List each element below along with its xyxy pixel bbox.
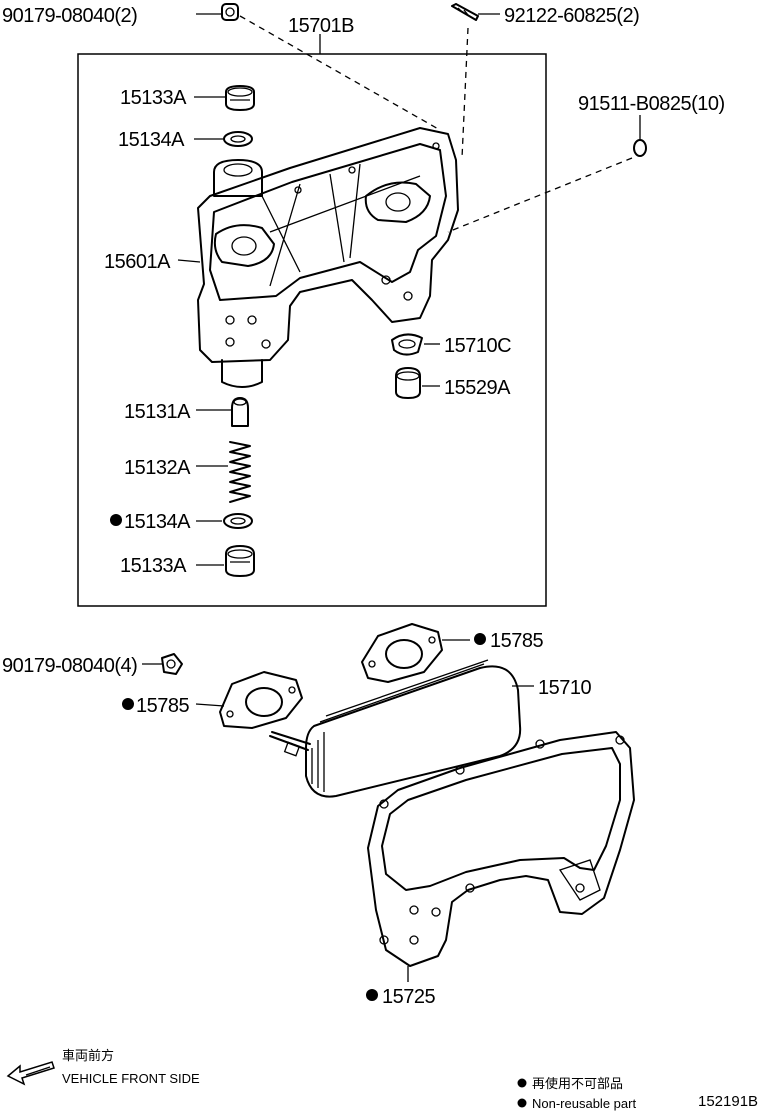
- oil-cooler-gasket-15725: [367, 731, 635, 967]
- non-reusable-dot-15785-left: [122, 698, 134, 710]
- gasket-15134A-bottom: [223, 513, 253, 529]
- callout-15134A-bottom: 15134A: [124, 511, 191, 533]
- spring-15132A: [229, 441, 251, 503]
- callout-15133A-bottom: 15133A: [120, 555, 187, 577]
- cooler-cover-15601A: [197, 127, 459, 388]
- callout-15785-right: 15785: [490, 630, 543, 652]
- nut-91511: [633, 139, 647, 157]
- plug-15133A-top: [225, 85, 255, 111]
- front-label-en: VEHICLE FRONT SIDE: [62, 1071, 200, 1086]
- legend-label-en: Non-reusable part: [532, 1096, 636, 1111]
- stud-92122: [451, 3, 479, 21]
- callout-15132A: 15132A: [124, 457, 191, 479]
- callout-labels: 90179-08040(2) 15701B 92122-60825(2) 915…: [2, 5, 725, 1008]
- gasket-15134A-top: [223, 131, 253, 147]
- callout-90179-top: 90179-08040(2): [2, 5, 137, 27]
- callout-15529A: 15529A: [444, 377, 511, 399]
- legend: 再使用不可部品 Non-reusable part 152191B: [517, 1076, 758, 1111]
- callout-90179-mid: 90179-08040(4): [2, 655, 137, 677]
- relief-valve-15131A: [231, 397, 249, 427]
- front-label-jp: 車両前方: [62, 1048, 114, 1064]
- non-reusable-dot-15725: [366, 989, 378, 1001]
- assembly-frame-15701B: [77, 53, 547, 607]
- leader-lines: [142, 13, 641, 982]
- gasket-15785-left: [219, 671, 303, 729]
- gasket-15785-right: [361, 623, 443, 683]
- bolt-90179-mid: [161, 653, 183, 675]
- figure-code: 152191B: [698, 1093, 758, 1110]
- callout-15133A-top: 15133A: [120, 87, 187, 109]
- callout-15134A-top: 15134A: [118, 129, 185, 151]
- legend-dot: [517, 1078, 527, 1088]
- legend-label-jp: 再使用不可部品: [532, 1076, 623, 1092]
- callout-15601A: 15601A: [104, 251, 171, 273]
- non-reusable-dot-15785-right: [474, 633, 486, 645]
- callout-15701B: 15701B: [288, 15, 354, 37]
- non-reusable-dot-15134A: [110, 514, 122, 526]
- callout-15710C: 15710C: [444, 335, 511, 357]
- callout-15131A: 15131A: [124, 401, 191, 423]
- plug-15133A-bottom: [225, 545, 255, 577]
- callout-15710: 15710: [538, 677, 591, 699]
- vehicle-front-indicator: 車両前方 VEHICLE FRONT SIDE: [6, 1048, 200, 1086]
- bolt-90179-top: [221, 3, 239, 21]
- plug-15529A: [395, 367, 421, 399]
- gasket-15710C: [391, 333, 423, 356]
- callout-15725: 15725: [382, 986, 435, 1008]
- legend-dot-en: [517, 1098, 527, 1108]
- callout-91511: 91511-B0825(10): [578, 93, 725, 115]
- callout-92122: 92122-60825(2): [504, 5, 639, 27]
- callout-15785-left: 15785: [136, 695, 189, 717]
